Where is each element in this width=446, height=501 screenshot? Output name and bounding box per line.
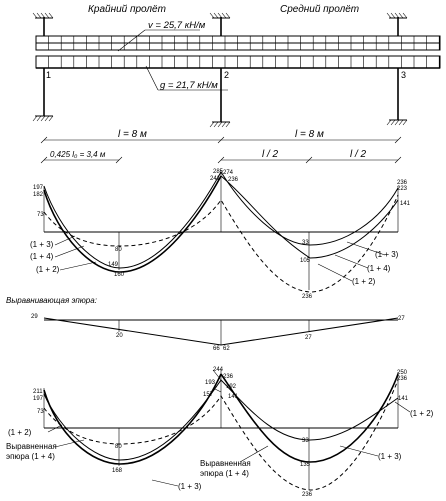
curve-1-2 [43,175,222,273]
live-load-label: v = 25,7 кН/м [148,20,206,31]
d1-val: 105 [300,258,311,264]
curve-1-4 [43,194,399,293]
d1-legend: (1 + 2) [352,277,376,286]
d3-legend: эпюра (1 + 4) [6,452,55,461]
moment-diagram-1: 197 182 73 80 149 160 285 274 241 236 33… [30,169,411,300]
node-label-3: 3 [401,70,406,80]
curve3-span2-1-2 [220,373,399,463]
d2-val: 29 [31,314,38,320]
beam-schematic: Крайний пролёт Средний пролёт [32,4,441,128]
live-load-leader [117,29,146,52]
d1-val: 160 [114,272,125,278]
d3-val: 211 [33,389,43,395]
d3-val: 197 [33,396,44,402]
d1-legend: (1 + 4) [367,264,391,273]
d3-val: 33 [302,438,309,444]
dim-half-1: l / 2 [262,149,279,160]
dim-span-1: l = 8 м [118,129,147,140]
d1-legend: (1 + 3) [30,240,54,249]
d2-val: 27 [398,316,405,322]
d1-legend: (1 + 4) [30,252,54,261]
curve-span2-1-2 [220,175,399,259]
d3-val: 168 [112,468,123,474]
d3-val: 141 [228,394,239,400]
d1-val: 73 [37,212,44,218]
top-support-3 [386,12,408,36]
curve3-1-3 [43,379,222,461]
dead-load-leader [145,65,159,91]
d3-legend: (1 + 2) [8,428,32,437]
dim-partial: 0,425 l₀ = 3,4 м [50,150,106,159]
levelling-diagram: Выравнивающая эпюра: 29 20 66 62 27 27 [6,296,405,352]
d3-val: 157 [203,392,214,398]
top-support-1 [32,12,54,36]
d1-legend: (1 + 2) [36,265,60,274]
live-load-grid [35,35,441,51]
d1-val: 33 [302,240,309,246]
dead-load-label: g = 21,7 кН/м [160,80,218,91]
d3-legend: Выравненная [200,459,251,468]
d3-legend: (1 + 3) [378,452,402,461]
d3-val: 236 [397,376,408,382]
d3-val: 250 [397,370,408,376]
d1-val: 236 [397,180,408,186]
d2-val: 27 [305,335,312,341]
d3-val: 73 [37,409,44,415]
d1-val: 223 [397,186,408,192]
span-mid-title: Средний пролёт [280,4,359,15]
curve3-span2-1-3 [220,379,399,441]
d3-legend: (1 + 2) [410,409,434,418]
node-label-2: 2 [224,70,229,80]
dim-span-2: l = 8 м [295,129,324,140]
d3-val: 192 [226,384,237,390]
dim-half-2: l / 2 [350,149,367,160]
d2-val: 62 [223,346,230,352]
d2-val: 66 [213,346,220,352]
d3-val: 80 [115,444,122,450]
d3-legend: (1 + 3) [178,482,202,491]
d3-legend: Выравненная [6,442,57,451]
d1-legend: (1 + 3) [375,250,399,259]
bottom-support-3 [386,68,408,126]
d2-val: 20 [116,333,123,339]
d3-val: 193 [205,380,216,386]
d1-val: 236 [302,294,313,300]
curve-1-3 [43,171,399,269]
d3-val: 236 [302,492,313,498]
d1-val: 80 [115,247,122,253]
top-support-2 [209,12,231,36]
dead-load-grid [35,55,441,69]
d1-val: 241 [210,176,221,182]
d1-val: 285 [213,169,224,175]
d1-val: 236 [228,177,239,183]
d3-val: 236 [223,374,234,380]
d1-val: 274 [223,170,234,176]
d1-val: 149 [108,262,119,268]
d3-legend: эпюра (1 + 4) [200,469,249,478]
bottom-support-1 [32,68,54,122]
curve3-1-4 [43,379,399,491]
d1-val: 197 [33,185,44,191]
d3-val: 135 [300,462,311,468]
curve3-1-2 [43,373,222,465]
d1-val: 141 [400,201,411,207]
moment-diagram-3: 211 197 73 80 168 244 236 193 192 157 14… [6,367,434,498]
bottom-support-2 [209,68,231,128]
d3-val: 141 [398,396,409,402]
dimension-lines: l = 8 м l = 8 м l / 2 l / 2 0,425 l₀ = 3… [40,129,402,164]
d3-val: 244 [213,367,224,373]
span-left-title: Крайний пролёт [88,4,166,15]
node-label-1: 1 [46,70,51,80]
levelling-title: Выравнивающая эпюра: [6,296,97,305]
d1-val: 182 [33,192,44,198]
